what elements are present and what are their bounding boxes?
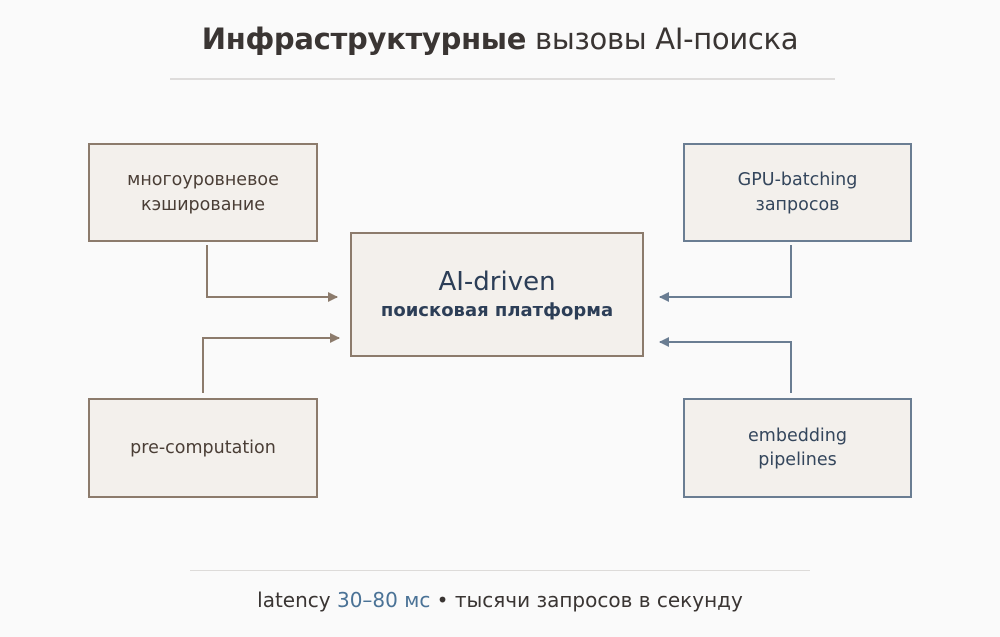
center-label-line2: поисковая платформа bbox=[380, 300, 614, 322]
node-pre-computation: pre-computation bbox=[88, 398, 318, 498]
footer-prefix: latency bbox=[257, 588, 337, 612]
node-embedding-pipelines: embedding pipelines bbox=[683, 398, 912, 498]
node-label-line2: pipelines bbox=[758, 450, 837, 470]
footer-caption: latency 30–80 мс • тысячи запросов в сек… bbox=[0, 588, 1000, 612]
node-label-line2: кэширование bbox=[141, 194, 265, 215]
node-label-line2: запросов bbox=[755, 194, 840, 215]
title-rest-part: вызовы AI-поиска bbox=[526, 22, 799, 56]
node-multilevel-caching: многоуровневое кэширование bbox=[88, 143, 318, 242]
footer-suffix: • тысячи запросов в секунду bbox=[430, 588, 743, 612]
page-title: Инфраструктурные вызовы AI-поиска bbox=[0, 22, 1000, 56]
title-bold-part: Инфраструктурные bbox=[201, 22, 527, 56]
node-label-line1: embedding bbox=[748, 425, 847, 446]
footer-latency-value: 30–80 мс bbox=[336, 588, 431, 612]
arrow-cache-to-center bbox=[206, 245, 338, 302]
arrow-embedding-to-center bbox=[659, 337, 792, 393]
node-label-line1: GPU-batching bbox=[737, 170, 858, 191]
node-label-line1: многоуровневое bbox=[127, 170, 279, 191]
center-label-line1: AI-driven bbox=[438, 266, 556, 297]
arrow-gpu-to-center bbox=[659, 245, 792, 302]
arrow-precomputation-to-center bbox=[202, 333, 340, 393]
bottom-divider bbox=[190, 570, 810, 571]
node-label-line1: pre-computation bbox=[130, 437, 276, 458]
node-gpu-batching: GPU-batching запросов bbox=[683, 143, 912, 242]
top-divider bbox=[170, 78, 835, 80]
node-ai-search-platform: AI-driven поисковая платформа bbox=[350, 232, 644, 357]
